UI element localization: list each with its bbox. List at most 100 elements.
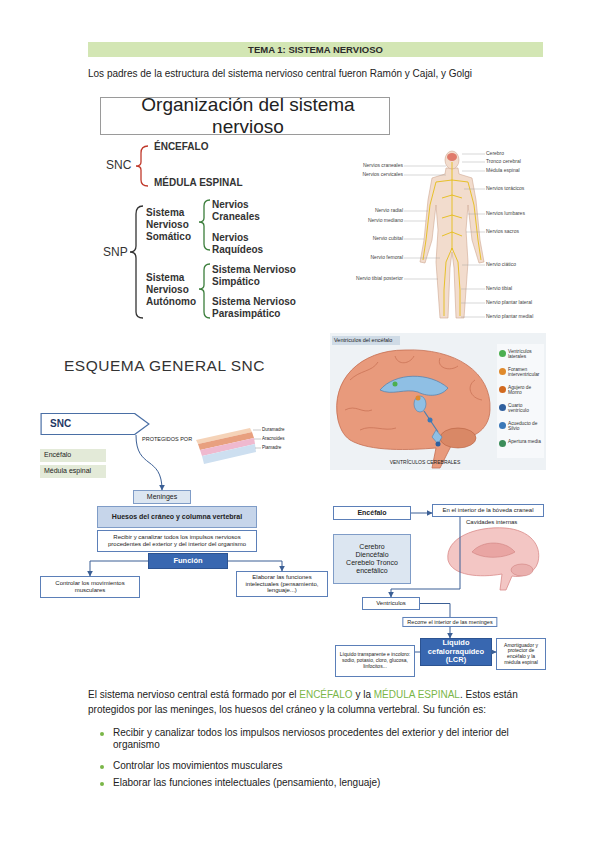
legend-swatch [499,440,506,447]
node-text: Amortiguador y protector de encéfalo y l… [500,643,542,666]
node-text: Líquido transparente e incoloro: sodio, … [339,652,411,669]
path-shape [360,428,396,430]
node-text: Ventrículos [376,600,406,607]
connector [228,561,282,571]
path-shape [452,248,460,316]
label-text: Sistema Nervioso Autónomo [146,272,202,308]
connector [90,561,148,576]
path-shape [442,195,462,236]
node-text: Elaborar las funciones intelectuales (pe… [240,574,324,595]
ellipse-shape [414,396,426,412]
connector-label: Recorre el interior de las meninges [402,617,497,627]
paragraph-text: y la [355,689,371,700]
bullet-text: Recibir y canalizar todos los impulsos n… [113,727,543,751]
title-text: TEMA 1: SISTEMA NERVIOSO [248,44,383,55]
label-text: Sistema Nervioso Somático [146,207,202,243]
node-text: Médula espinal [44,467,91,475]
node-text: SNC [50,418,71,430]
legend-text: Acueducto de Silvio [508,421,543,432]
path-shape [423,180,452,260]
path-shape [350,362,378,380]
ellipse-shape [447,153,457,161]
path-shape [472,543,515,557]
brain-section-illustration [448,528,539,590]
process-box: Controlar los movimientos musculares [40,576,140,598]
path-shape [253,430,261,448]
bullet-text: Controlar los movimientos musculares [113,760,543,772]
node-text: Recibir y canalizar todos los impulsos n… [101,534,253,548]
label-text: Nervios cervicales [343,172,403,177]
node-text: En el interior de la bóveda craneal [442,507,533,514]
g-shape [404,154,485,317]
process-box: Meninges [133,490,191,504]
tree-brackets [130,146,210,318]
label-text: Ventrículos del encéfalo [334,337,400,344]
label-text: Cerebro [486,151,542,156]
label-text: Sistema Nervioso Parasimpático [212,296,312,320]
node-text: Meninges [147,493,177,501]
legend-text: Agujero de Monro [508,385,543,396]
label-text: Nervio femoral [343,255,403,260]
legend-swatch [499,404,506,411]
process-box: Recibir y canalizar todos los impulsos n… [97,530,257,552]
arrow-box: SNC [40,413,150,435]
rect-shape [330,333,546,470]
path-shape [404,166,446,279]
label-text: ESQUEMA GENERAL SNC [64,357,324,376]
path-shape [199,200,210,250]
node-text: Huesos del cráneo y columna vertebral [112,513,242,521]
label-text: Tronco cerebral [486,159,542,164]
process-box: Líquido transparente e incoloro: sodio, … [335,645,415,677]
circle-shape [436,442,441,447]
path-shape [439,358,458,369]
path-shape [444,248,452,316]
label-text: Cavidades internas [466,519,544,526]
label-text: Nervio cubital [343,236,403,241]
label-text: Nervio plantar medial [486,314,542,319]
circle-shape [393,382,398,387]
node-text: Organización del sistema nervioso [107,94,389,138]
paragraph-text: ENCÉFALO [299,689,352,700]
process-box: Médula espinal [40,465,106,478]
g-shape [345,356,482,430]
path-shape [202,444,256,464]
label-text: Nervio mediano [343,218,403,223]
process-box: En el interior de la bóveda craneal [432,504,544,517]
path-shape [395,356,414,363]
process-box: Función [148,553,228,569]
path-shape [448,528,539,590]
path-shape [130,206,143,318]
legend-text: Ventrículos laterales [508,349,543,360]
path-shape [199,264,210,318]
process-box: Encéfalo [333,506,411,520]
paragraph-text: El sistema nervioso central está formado… [88,689,296,700]
label-text: ÉNCEFALO [154,141,274,153]
label-text: Duramadre [262,427,302,432]
legend-swatch [499,386,506,393]
path-shape [337,350,490,468]
ellipse-shape [511,564,533,576]
label-text: Nervios Craneales [212,199,272,223]
process-box: Líquido cefalorraquídeo (LCR) [420,638,492,666]
node-text: Encéfalo [44,451,71,459]
label-text: Nervio plantar lateral [486,300,542,305]
ventricle-illustration [330,333,546,470]
label-text: Nervios Raquídeos [212,232,272,256]
node-text: Cerebro Diencéfalo Cerebelo Tronco encef… [342,543,402,575]
legend-swatch [499,422,506,429]
node-text: Encéfalo [357,509,386,517]
label-text: Piamadre [262,445,302,450]
paragraph: El sistema nervioso central está formado… [88,687,543,717]
legend-text: Apertura media [508,439,543,444]
legend-swatch [499,350,506,357]
paragraph-text: MÉDULA ESPINAL [374,689,460,700]
node-text: Controlar los movimientos musculares [44,580,136,594]
process-box: Amortiguador y protector de encéfalo y l… [496,638,546,670]
label-text: MÉDULA ESPINAL [154,177,274,189]
arrow-shape [41,413,149,434]
process-box: Encéfalo [40,449,106,462]
label-text: Nervio ciático [486,262,542,267]
g-shape [423,162,481,316]
rect-shape [497,344,544,458]
